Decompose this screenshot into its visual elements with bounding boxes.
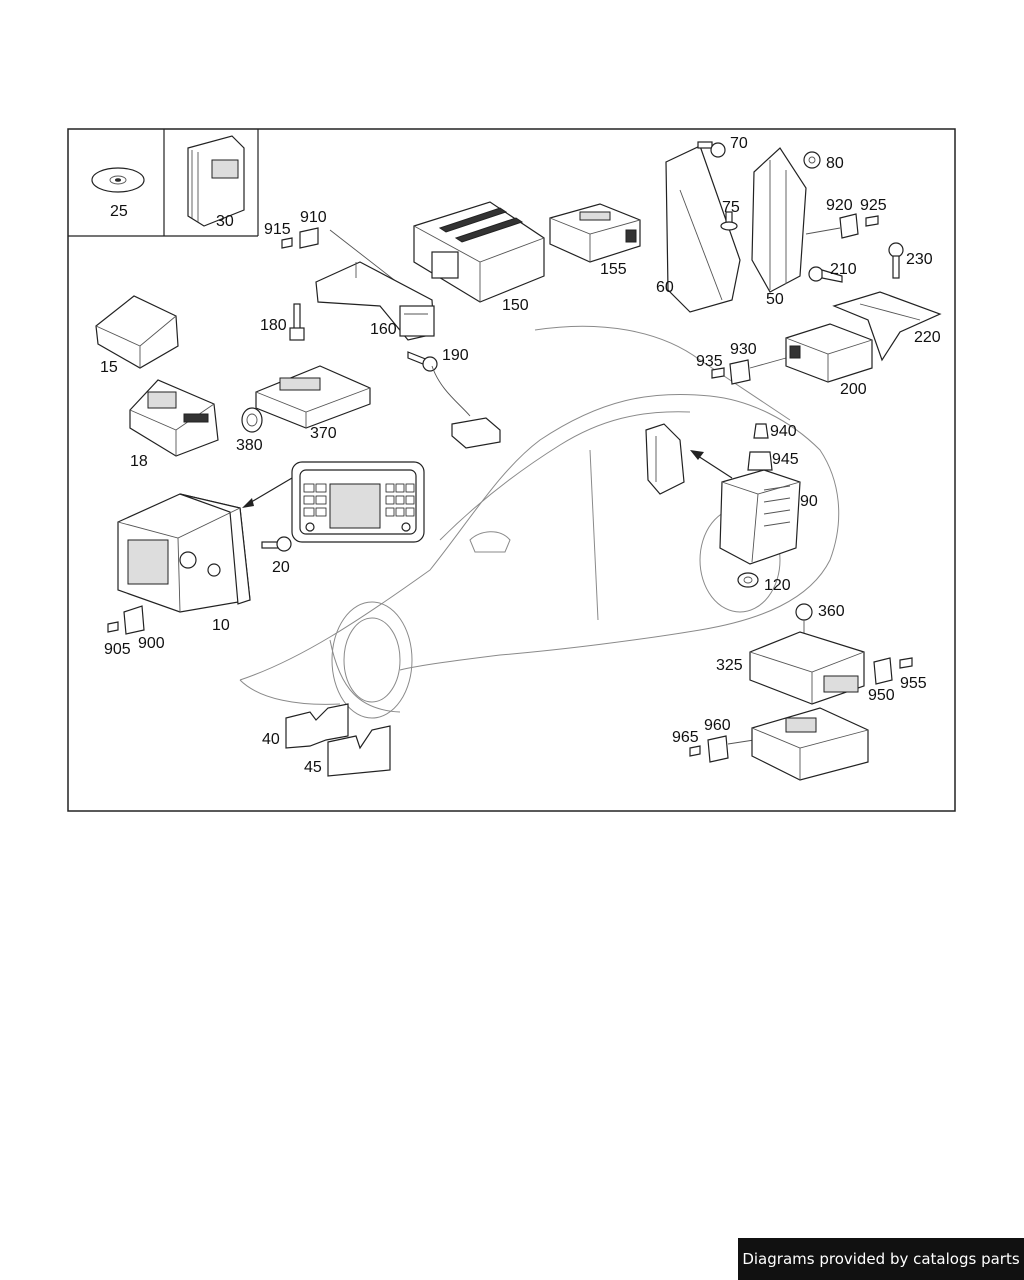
callout-950: 950	[868, 687, 895, 704]
callout-360: 360	[818, 603, 845, 620]
module-18	[129, 379, 219, 457]
callout-380: 380	[236, 437, 263, 454]
callout-945: 945	[772, 451, 799, 468]
arrow-display-to-radio	[242, 477, 293, 508]
callout-910: 910	[300, 209, 327, 226]
radio-unit-10	[117, 493, 251, 613]
grommet-380	[241, 407, 263, 433]
callout-905: 905	[104, 641, 131, 658]
callout-25: 25	[110, 203, 128, 220]
bolt-190	[407, 351, 438, 372]
callout-75: 75	[722, 199, 740, 216]
module-15	[95, 295, 179, 369]
callout-50: 50	[766, 291, 784, 308]
callout-40: 40	[262, 731, 280, 748]
callout-90: 90	[800, 493, 818, 510]
callout-120: 120	[764, 577, 791, 594]
callout-915: 915	[264, 221, 291, 238]
module-325	[749, 631, 865, 705]
screw-70	[697, 141, 726, 158]
module-370	[255, 365, 371, 429]
callout-920: 920	[826, 197, 853, 214]
callout-80: 80	[826, 155, 844, 172]
callout-150: 150	[502, 297, 529, 314]
connector-block	[431, 365, 501, 449]
diagram-frame	[67, 128, 956, 812]
callout-900: 900	[138, 635, 165, 652]
callout-155: 155	[600, 261, 627, 278]
callout-210: 210	[830, 261, 857, 278]
callout-45: 45	[304, 759, 322, 776]
callout-70: 70	[730, 135, 748, 152]
screw-180	[289, 303, 305, 341]
callout-930: 930	[730, 341, 757, 358]
connector-920-925	[805, 213, 879, 239]
callout-200: 200	[840, 381, 867, 398]
control-module-90	[719, 469, 801, 565]
callout-220: 220	[914, 329, 941, 346]
callout-940: 940	[770, 423, 797, 440]
module-155	[549, 203, 641, 263]
callout-935: 935	[696, 353, 723, 370]
callout-230: 230	[906, 251, 933, 268]
callout-15: 15	[100, 359, 118, 376]
callout-325: 325	[716, 657, 743, 674]
callout-10: 10	[212, 617, 230, 634]
callout-160: 160	[370, 321, 397, 338]
module-50	[751, 147, 807, 293]
bracket-220	[832, 291, 942, 362]
arrow-module-to-bracket	[690, 450, 733, 479]
module-bottom	[751, 707, 869, 781]
callout-30: 30	[216, 213, 234, 230]
callout-955: 955	[900, 675, 927, 692]
callout-180: 180	[260, 317, 287, 334]
grommet-120	[737, 572, 759, 588]
module-200	[785, 323, 873, 383]
callout-190: 190	[442, 347, 469, 364]
screw-20	[261, 536, 292, 552]
bolt-210	[808, 266, 843, 283]
nut-80	[803, 151, 821, 169]
cd-disc-25	[91, 167, 145, 193]
connector-940-945	[747, 423, 773, 471]
callout-965: 965	[672, 729, 699, 746]
callout-60: 60	[656, 279, 674, 296]
amplifier-150	[413, 201, 545, 303]
sticker-40	[285, 703, 349, 749]
callout-925: 925	[860, 197, 887, 214]
callout-370: 370	[310, 425, 337, 442]
callout-20: 20	[272, 559, 290, 576]
screw-230	[888, 242, 904, 279]
connector-900-905	[107, 605, 145, 635]
inset-boxes	[68, 129, 259, 237]
connector-950-955	[873, 657, 913, 685]
interior-bracket	[645, 423, 685, 495]
credit-banner: Diagrams provided by catalogs parts	[738, 1238, 1024, 1280]
bracket-160	[315, 261, 435, 341]
connector-930-935	[711, 357, 787, 385]
callout-labels: 25 30 915 910 150 155 70 80 75 920 925 6…	[100, 135, 941, 776]
connector-960-965	[689, 735, 755, 763]
callout-18: 18	[130, 453, 148, 470]
callout-960: 960	[704, 717, 731, 734]
stud-75	[720, 211, 738, 231]
manual-book-30	[187, 135, 245, 227]
head-unit-display	[291, 461, 425, 543]
sticker-45	[327, 725, 391, 777]
